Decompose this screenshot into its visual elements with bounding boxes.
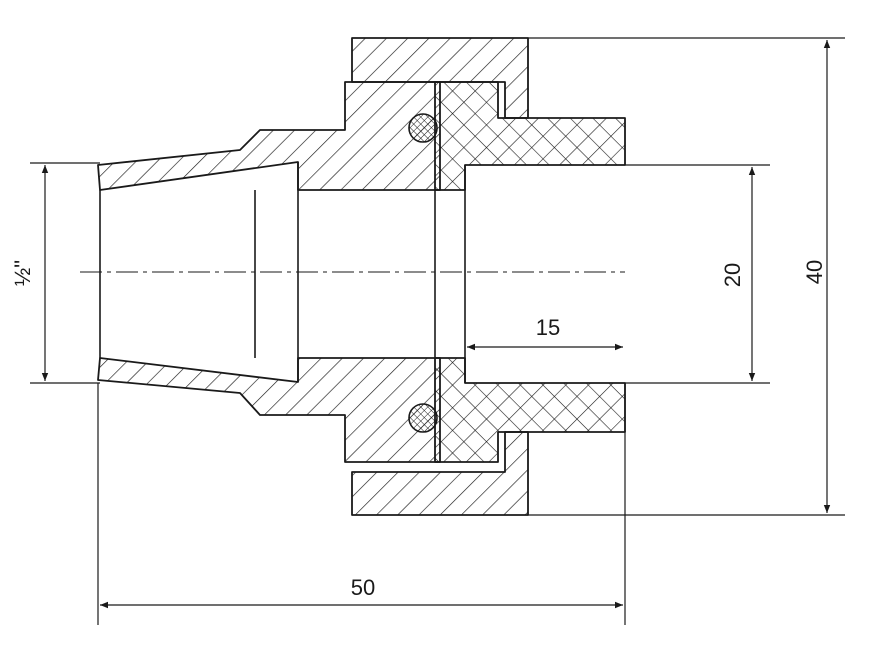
overall-height-label: 40	[802, 260, 827, 284]
overall-length-label: 50	[351, 575, 375, 600]
dimension-labels: ½" 20 40 15 50	[10, 260, 827, 600]
body-section-top	[97, 81, 441, 191]
o-rings	[408, 113, 438, 433]
plastic-socket	[434, 81, 626, 463]
bore-outlines	[99, 162, 466, 383]
extension-lines	[30, 37, 845, 625]
body-section-bottom	[97, 357, 441, 463]
socket-depth-label: 15	[536, 315, 560, 340]
thread-size-label: ½"	[10, 260, 35, 286]
o-ring-bottom	[408, 403, 438, 433]
dimension-lines	[41, 40, 831, 609]
pipe-bore-label: 20	[720, 263, 745, 287]
o-ring-top	[408, 113, 438, 143]
